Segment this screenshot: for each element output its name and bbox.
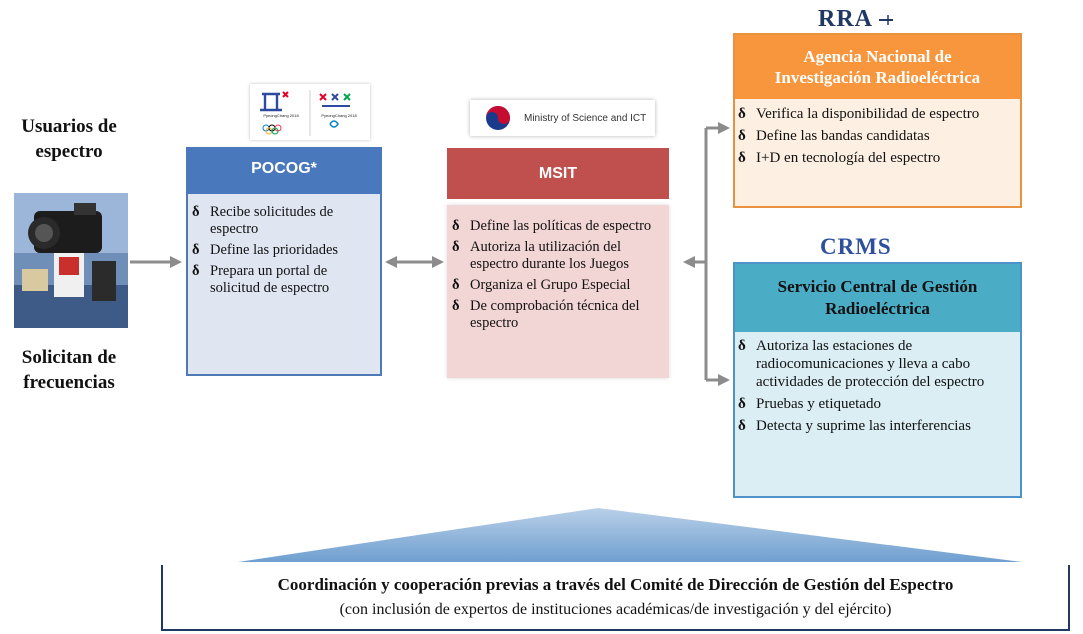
arrow-users-to-pocog: [130, 256, 182, 268]
arrow-msit-agencies: [683, 122, 730, 386]
delta-bullet-icon: δ: [738, 150, 746, 166]
delta-bullet-icon: δ: [738, 396, 746, 412]
paralympic-emblem-icon: [319, 93, 351, 128]
arrow-pocog-msit: [385, 256, 444, 268]
msit-title: MSIT: [447, 148, 669, 199]
coordination-trapezoid: [238, 508, 1022, 562]
delta-bullet-icon: δ: [452, 239, 460, 255]
msit-logo-text: Ministry of Science and ICT: [524, 112, 647, 124]
msit-panel: [447, 205, 669, 378]
olympic-logo-text: PyeongChang 2018: [263, 113, 299, 118]
rra-title: Agencia Nacional de Investigación Radioe…: [735, 35, 1020, 99]
delta-bullet-icon: δ: [738, 128, 746, 144]
coordination-title: Coordinación y cooperación previas a tra…: [277, 575, 954, 594]
coordination-subtitle: (con inclusión de expertos de institucio…: [339, 601, 892, 618]
crms-logo: CRMS: [820, 234, 892, 259]
rra-arrow-icon: [878, 15, 893, 26]
olympic-emblem-icon: [260, 91, 289, 135]
delta-bullet-icon: δ: [192, 242, 200, 258]
spectrum-users-label: Usuarios de espectro: [21, 116, 117, 162]
delta-bullet-icon: δ: [738, 338, 746, 354]
korea-taeguk-icon: [486, 106, 510, 130]
delta-bullet-icon: δ: [192, 204, 200, 220]
camera-operator-photo: [14, 193, 128, 328]
delta-bullet-icon: δ: [738, 106, 746, 122]
coordination-committee-box: Coordinación y cooperación previas a tra…: [161, 565, 1070, 631]
rra-logo: RRA: [818, 6, 928, 34]
pyeongchang-logos: PyeongChang 2018 PyeongChang 2018: [250, 84, 370, 140]
delta-bullet-icon: δ: [192, 263, 200, 279]
msit-logo: Ministry of Science and ICT: [470, 100, 655, 136]
paralympic-logo-text: PyeongChang 2018: [321, 113, 357, 118]
delta-bullet-icon: δ: [452, 298, 460, 314]
frequency-requesters-label: Solicitan de frecuencias: [21, 347, 117, 393]
pocog-title: POCOG*: [186, 147, 382, 194]
delta-bullet-icon: δ: [452, 277, 460, 293]
delta-bullet-icon: δ: [738, 418, 746, 434]
delta-bullet-icon: δ: [452, 218, 460, 234]
crms-title: Servicio Central de Gestión Radioeléctri…: [735, 264, 1020, 332]
